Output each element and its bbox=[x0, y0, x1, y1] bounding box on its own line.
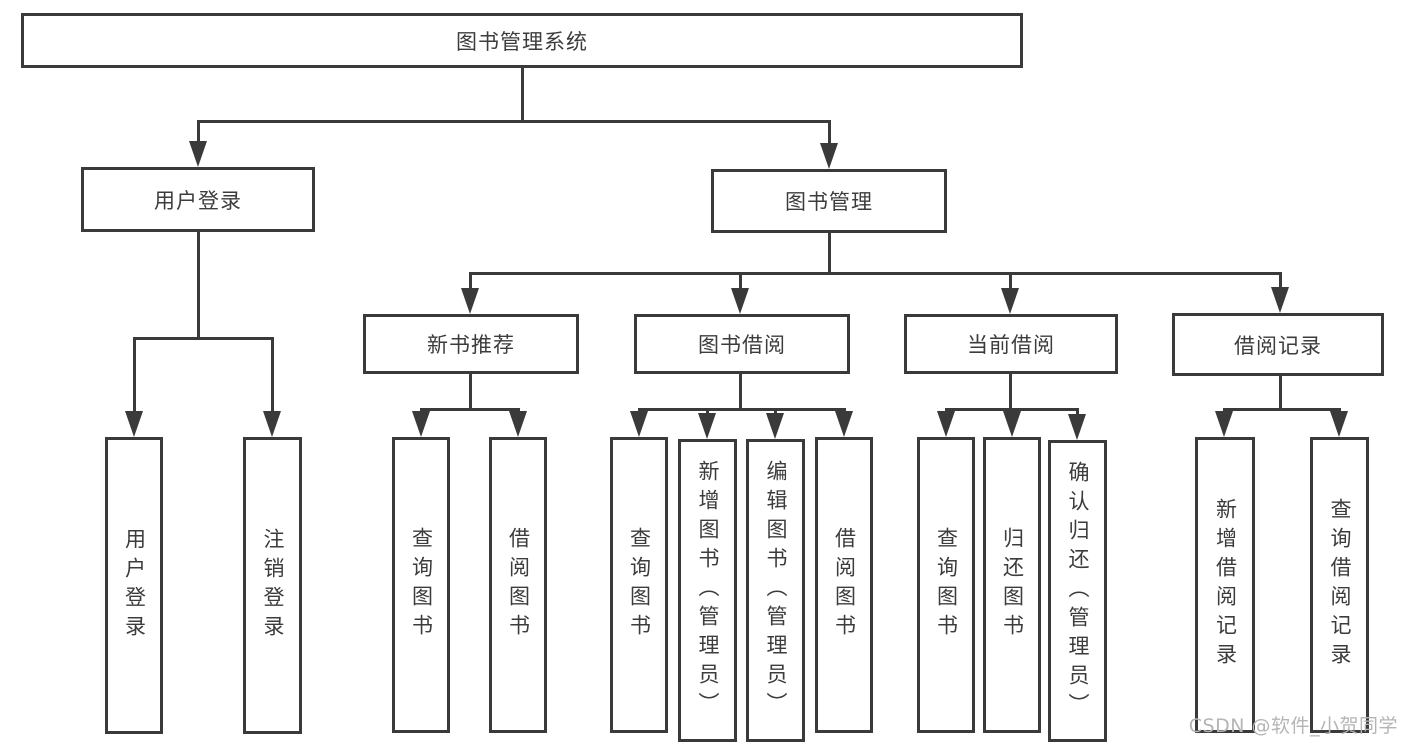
node-leaf-nbr-borrow: 借阅图书 bbox=[489, 437, 547, 733]
node-label: 查询图书 bbox=[934, 527, 959, 643]
node-label: 图书借阅 bbox=[698, 333, 786, 357]
arrow-down-icon bbox=[1215, 411, 1233, 437]
node-label: 查询图书 bbox=[627, 527, 652, 643]
connector-segment bbox=[828, 233, 831, 275]
node-label: 确认归还（管理员） bbox=[1066, 460, 1090, 722]
node-label: 查询图书 bbox=[409, 527, 434, 643]
node-label: 当前借阅 bbox=[967, 333, 1055, 357]
node-leaf-bb-add: 新增图书（管理员） bbox=[678, 439, 737, 742]
connector-segment bbox=[197, 232, 200, 340]
arrow-down-icon bbox=[125, 411, 143, 437]
arrow-down-icon bbox=[461, 288, 479, 314]
node-root: 图书管理系统 bbox=[21, 13, 1023, 68]
node-label: 借阅图书 bbox=[832, 527, 857, 643]
arrow-down-icon bbox=[1068, 414, 1086, 440]
node-leaf-nbr-query: 查询图书 bbox=[392, 437, 450, 733]
node-book-management: 图书管理 bbox=[711, 169, 947, 233]
node-book-borrow: 图书借阅 bbox=[634, 314, 850, 374]
connector-segment bbox=[827, 120, 831, 149]
node-leaf-cb-query: 查询图书 bbox=[917, 437, 975, 733]
node-label: 新增图书（管理员） bbox=[696, 460, 720, 721]
connector-segment bbox=[196, 120, 200, 147]
node-label: 查询借阅记录 bbox=[1328, 498, 1352, 672]
node-leaf-bb-query: 查询图书 bbox=[610, 437, 668, 733]
arrow-down-icon bbox=[412, 411, 430, 437]
connector-segment bbox=[469, 272, 1282, 275]
node-label: 归还图书 bbox=[1000, 527, 1025, 643]
node-leaf-br-query: 查询借阅记录 bbox=[1310, 437, 1369, 733]
arrow-down-icon bbox=[263, 411, 281, 437]
arrow-down-icon bbox=[835, 411, 853, 437]
arrow-down-icon bbox=[1271, 287, 1289, 313]
connector-segment bbox=[197, 120, 831, 123]
node-label: 图书管理 bbox=[785, 190, 873, 214]
node-label: 用户登录 bbox=[154, 188, 242, 213]
arrow-down-icon bbox=[820, 143, 838, 169]
connector-segment bbox=[420, 408, 520, 411]
node-label: 注销登录 bbox=[261, 527, 285, 644]
node-label: 用户登录 bbox=[122, 527, 147, 644]
arrow-down-icon bbox=[189, 141, 207, 167]
node-leaf-bb-edit: 编辑图书（管理员） bbox=[746, 439, 805, 742]
connector-segment bbox=[132, 337, 136, 417]
arrow-down-icon bbox=[731, 288, 749, 314]
arrow-down-icon bbox=[509, 411, 527, 437]
node-user-login: 用户登录 bbox=[81, 167, 315, 232]
arrow-down-icon bbox=[630, 411, 648, 437]
connector-segment bbox=[468, 272, 472, 294]
connector-segment bbox=[521, 68, 524, 123]
node-borrow-records: 借阅记录 bbox=[1172, 313, 1384, 376]
node-label: 图书管理系统 bbox=[456, 29, 588, 54]
node-leaf-cb-return: 归还图书 bbox=[983, 437, 1041, 733]
node-label: 借阅记录 bbox=[1234, 333, 1322, 358]
node-label: 新增借阅记录 bbox=[1213, 498, 1238, 672]
node-current-borrow: 当前借阅 bbox=[904, 314, 1118, 374]
arrow-down-icon bbox=[1003, 411, 1021, 437]
arrow-down-icon bbox=[937, 411, 955, 437]
arrow-down-icon bbox=[1330, 411, 1348, 437]
connector-segment bbox=[738, 272, 742, 294]
connector-segment bbox=[1008, 272, 1012, 294]
node-leaf-br-add: 新增借阅记录 bbox=[1195, 437, 1255, 733]
arrow-down-icon bbox=[1001, 288, 1019, 314]
connector-segment bbox=[1009, 374, 1012, 411]
connector-segment bbox=[1223, 408, 1341, 411]
connector-segment bbox=[469, 374, 472, 411]
node-leaf-login: 用户登录 bbox=[105, 437, 163, 734]
connector-segment bbox=[1278, 272, 1282, 293]
node-label: 借阅图书 bbox=[506, 527, 531, 643]
connector-segment bbox=[133, 337, 274, 340]
node-leaf-bb-borrow: 借阅图书 bbox=[815, 437, 873, 733]
node-leaf-cb-confirm: 确认归还（管理员） bbox=[1048, 440, 1107, 742]
watermark: CSDN @软件_小贺同学 bbox=[1188, 715, 1398, 737]
connector-segment bbox=[638, 408, 846, 411]
arrow-down-icon bbox=[698, 413, 716, 439]
connector-segment bbox=[1279, 376, 1282, 411]
connector-segment bbox=[739, 374, 742, 411]
arrow-down-icon bbox=[766, 413, 784, 439]
node-label: 新书推荐 bbox=[427, 333, 515, 357]
node-leaf-logout: 注销登录 bbox=[243, 437, 302, 734]
node-new-book-rec: 新书推荐 bbox=[363, 314, 579, 374]
node-label: 编辑图书（管理员） bbox=[764, 460, 788, 721]
connector-segment bbox=[270, 337, 274, 417]
